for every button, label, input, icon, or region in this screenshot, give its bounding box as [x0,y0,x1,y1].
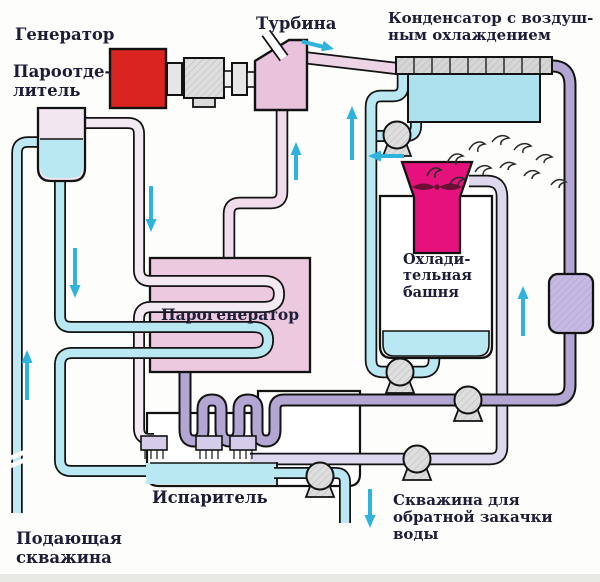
arrow-left-condensate [368,150,404,162]
pump-icon [384,357,416,394]
supply-well-pipe [7,136,44,513]
pump-icon [304,461,336,498]
generator-turbine-assembly [108,29,309,112]
arrow-right-turbine-exhaust [301,39,334,52]
label-supply-well: Подающая скважина [16,529,122,567]
label-evaporator: Испаритель [152,488,268,507]
cooling-tower [378,134,568,360]
label-steam-separator: Пароотде- литель [13,62,112,100]
steam-separator [36,106,87,183]
pumps [304,120,484,498]
arrow-up-cooling-riser [346,106,358,160]
fan-blades-icon [412,183,462,190]
air-cooled-condenser [395,56,553,123]
evaporator-basin [146,462,278,486]
separator-liquid [40,139,83,178]
turbine-exhaust-pipe [298,50,402,76]
arrow-up-turbine-inlet [290,142,302,180]
arrow-down-separator-steam [145,186,157,232]
flow-arrows [21,39,529,528]
image-bottom-edge [0,574,600,582]
generator-unit [108,47,168,110]
label-reinjection-well: Скважина для обратной закачки воды [393,491,553,543]
turbine-inlet-nozzle [262,30,288,61]
label-condenser: Конденсатор с воздуш- ным охлаждением [388,9,594,44]
tower-feed-pipe [250,174,509,466]
label-generator: Генератор [15,25,115,44]
steam-vapor-squiggles [426,134,568,189]
pump-icon [452,385,484,422]
pump-icon [401,444,433,481]
coupling-flange-left [166,62,183,96]
cooling-tower-basin [382,330,490,357]
arrow-down-separator-water [69,248,81,298]
gearbox [183,57,225,99]
cooling-tower-shell [378,194,494,360]
tray-drip-ticks [144,450,253,459]
label-steam-generator: Парогенератор [160,305,300,324]
arrow-down-reinjection [364,489,376,528]
shaft-segment [223,70,233,88]
steam-generator-to-turbine-pipe [222,107,289,262]
fin-dividers [413,58,541,73]
gearbox-foot [192,97,216,108]
reinjection-pipe [274,467,353,529]
pipe-break-mark [7,448,28,462]
pipe-break-mark [7,456,28,470]
evaporator-trays [140,435,257,459]
condensate-serpentine-pipe [178,59,577,448]
coupling-flange-right [231,62,248,96]
inline-device [547,272,595,335]
separator-steam-coil-pipe [82,117,286,445]
separator-water-coil-pipe [54,174,275,477]
arrow-up-tower-feed [517,286,529,336]
arrow-up-supply-well [21,350,33,400]
condenser-fin-bank [395,56,553,75]
turbine [253,38,309,112]
label-turbine: Турбина [256,14,337,33]
label-cooling-tower: Охлади- тельная башня [403,251,472,301]
pump-icon [381,120,413,157]
condenser-body [407,73,541,123]
